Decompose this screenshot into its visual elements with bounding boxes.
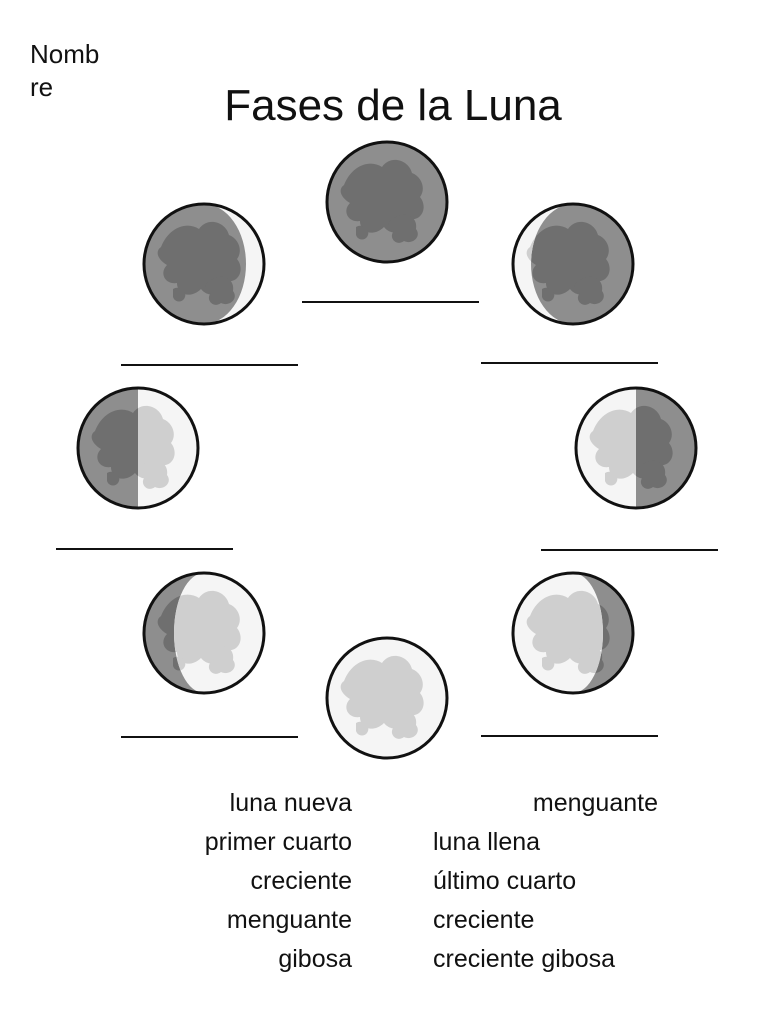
word-bank-item: luna nueva xyxy=(229,789,352,817)
word-bank-item: luna llena xyxy=(433,828,541,856)
moon-phase-lower-right xyxy=(508,568,638,698)
moon-phase-bottom xyxy=(322,633,452,763)
answer-line-top[interactable] xyxy=(302,301,479,303)
answer-line-middle-right[interactable] xyxy=(541,549,718,551)
word-bank-item: menguante xyxy=(532,789,658,817)
moon-phase-middle-left xyxy=(73,383,203,513)
moon-phase-lower-left xyxy=(139,568,269,698)
word-bank-item: primer cuarto xyxy=(204,828,352,856)
word-bank-right: menguante luna llena último cuarto creci… xyxy=(433,784,658,979)
answer-line-lower-left[interactable] xyxy=(121,736,298,738)
moon-phase-upper-left xyxy=(139,199,269,329)
moon-phase-upper-right xyxy=(508,199,638,329)
word-bank-item: último cuarto xyxy=(433,867,577,895)
word-bank-item: gibosa xyxy=(278,945,352,973)
answer-line-middle-left[interactable] xyxy=(56,548,233,550)
word-bank-item: menguante xyxy=(226,906,352,934)
moon-phase-top xyxy=(322,137,452,267)
word-bank-item: creciente gibosa xyxy=(433,945,616,973)
word-bank-item: creciente xyxy=(250,867,352,895)
moon-phase-middle-right xyxy=(571,383,701,513)
name-label: Nombre xyxy=(30,39,100,102)
answer-line-lower-right[interactable] xyxy=(481,735,658,737)
answer-line-upper-right[interactable] xyxy=(481,362,658,364)
word-bank-item: creciente xyxy=(433,906,535,934)
answer-line-upper-left[interactable] xyxy=(121,364,298,366)
worksheet-title: Fases de la Luna xyxy=(224,81,562,130)
word-bank-left: luna nueva primer cuarto creciente mengu… xyxy=(130,784,352,979)
